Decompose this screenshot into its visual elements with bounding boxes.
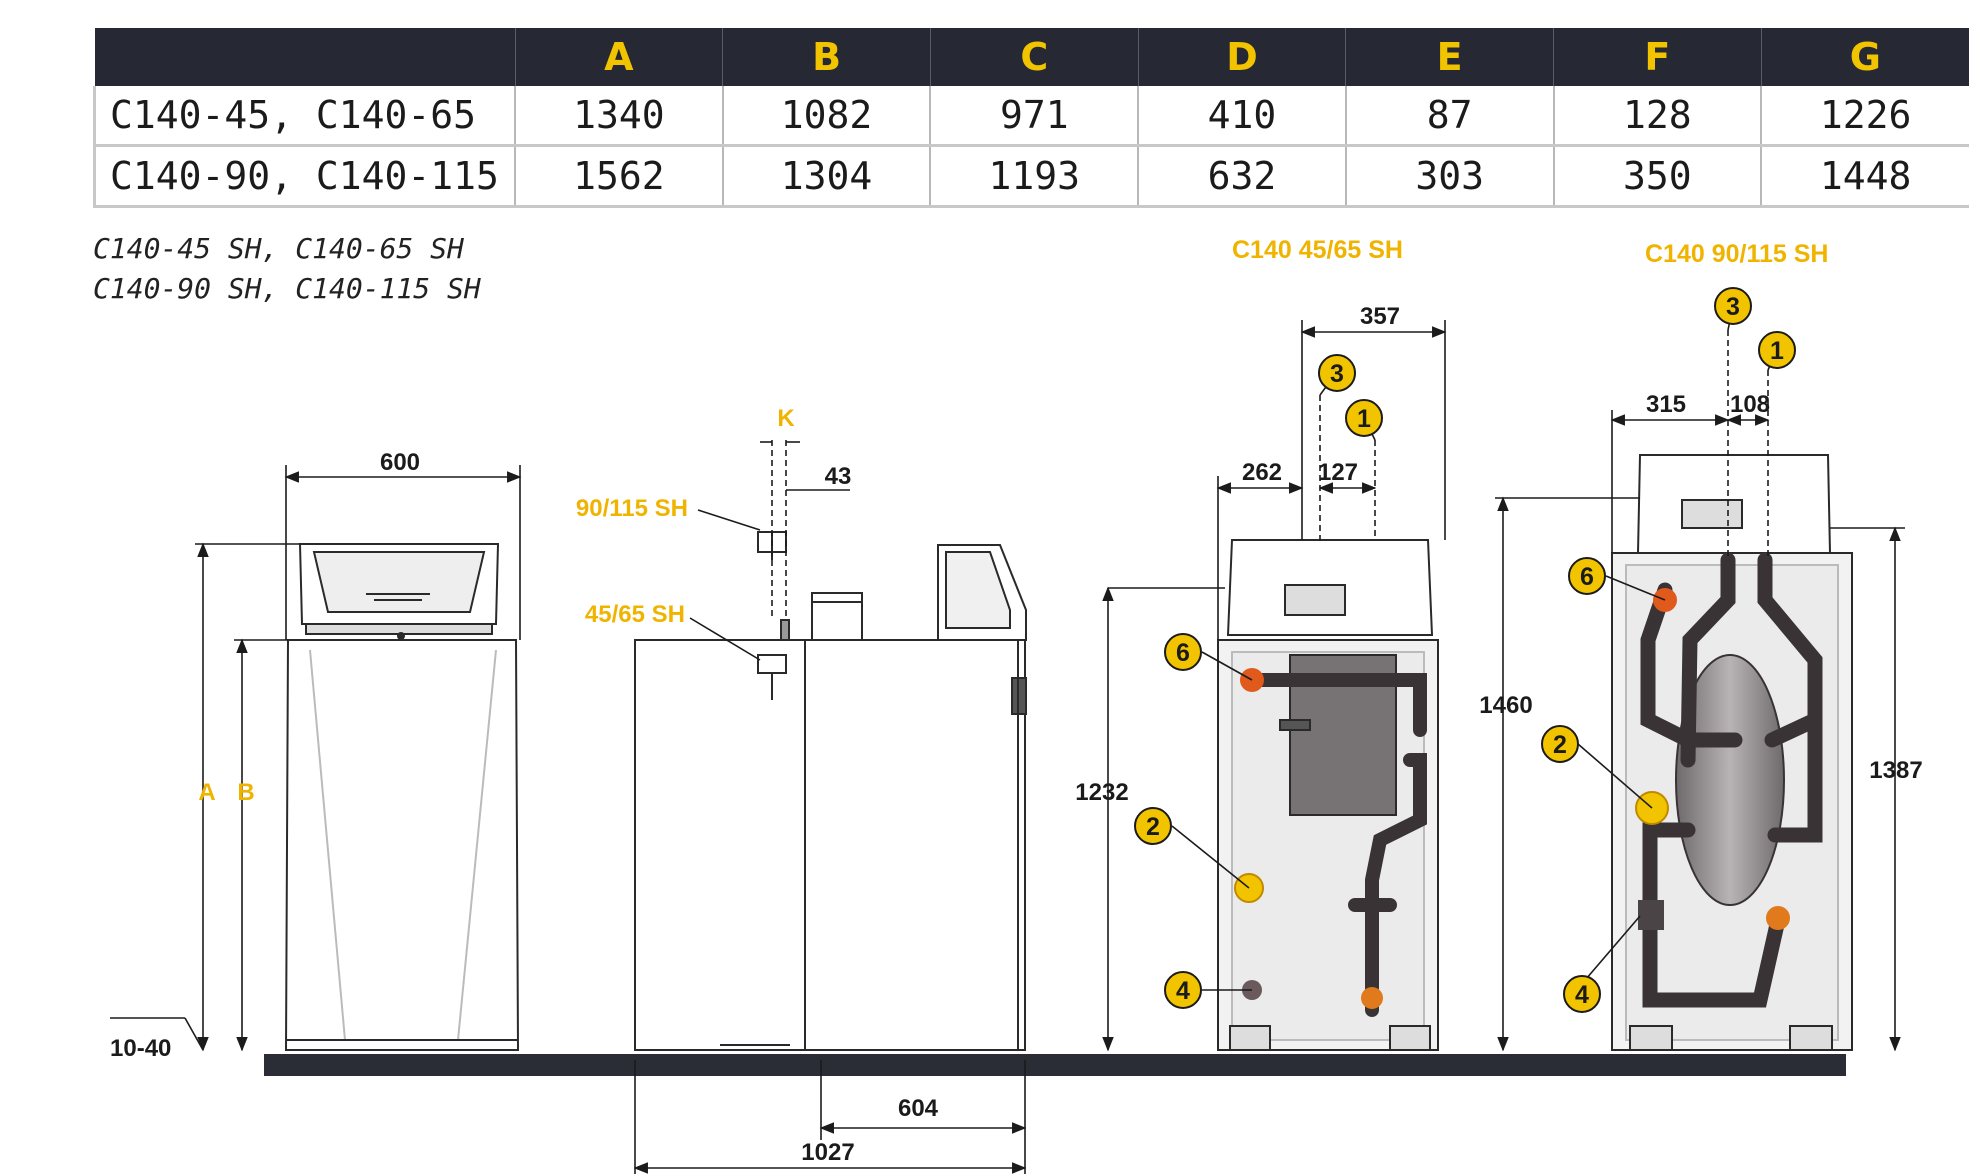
header-g: G [1760,28,1969,86]
front-view [284,543,520,1051]
svg-text:3: 3 [1330,360,1344,388]
front-width-label: 600 [380,449,420,476]
badge-6-90-115: 6 [1568,557,1606,595]
row-model: C140-45, C140-65 [93,86,515,147]
table-cell: 1340 [514,86,723,147]
side-dimensions [633,440,1027,1174]
table-cell: 971 [929,86,1139,147]
badge-4-90-115: 4 [1563,975,1601,1013]
header-d: D [1137,28,1346,86]
rear-dimensions-90-115 [1495,330,1905,1052]
rear-center-label-90-115: 108 [1730,391,1770,418]
view-title-45-65: C140 45/65 SH [1232,236,1403,264]
front-dimensions [110,465,522,1052]
svg-text:3: 3 [1726,293,1740,321]
header-c: C [929,28,1139,86]
badge-4-45-65: 4 [1164,971,1202,1009]
table-header-row: A B C D E F G [94,28,1969,86]
table-cell: 1304 [721,145,931,208]
dim-b-label: B [237,779,254,806]
header-e: E [1345,28,1554,86]
badge-2-45-65: 2 [1134,807,1172,845]
view-title-90-115: C140 90/115 SH [1645,240,1829,268]
rear-width-label-45-65: 357 [1360,303,1400,330]
models-caption-line-1: C140-45 SH, C140-65 SH [93,232,464,265]
badge-2-90-115: 2 [1541,725,1579,763]
return-valve-icon [1766,906,1790,930]
rear-dimensions-45-65 [1102,320,1447,1052]
table-cell: 1226 [1760,86,1969,147]
pump-icon [1638,900,1664,930]
svg-text:4: 4 [1575,981,1589,1009]
table-row: C140-45, C140-65 1340 1082 971 410 87 12… [93,86,1969,147]
return-valve-icon [1361,987,1383,1009]
dim-a-label: A [198,779,215,806]
rear-height-label-45-65: 1232 [1075,779,1128,806]
table-cell: 410 [1137,86,1346,147]
header-model [94,28,515,86]
header-f: F [1553,28,1762,86]
depth-total-label: 1027 [801,1139,854,1166]
models-caption-line-2: C140-90 SH, C140-115 SH [93,272,481,305]
rear-center-label-45-65: 127 [1318,459,1358,486]
svg-text:6: 6 [1580,563,1594,591]
badge-3-90-115: 3 [1714,287,1752,325]
flue-small-label: 45/65 SH [585,601,685,628]
rear-left-label-90-115: 315 [1646,391,1686,418]
rear-pipes-90-115 [1640,552,1823,1008]
table-cell: 1448 [1760,145,1969,208]
depth-small-label: 604 [898,1095,939,1122]
flue-large-label: 90/115 SH [576,495,688,522]
svg-text:2: 2 [1553,731,1567,759]
header-a: A [514,28,723,86]
table-cell: 1082 [721,86,931,147]
rear-left-label-45-65: 262 [1242,459,1282,486]
floor-bar [264,1054,1846,1076]
badge-3-45-65: 3 [1318,354,1356,392]
svg-text:1: 1 [1770,337,1784,365]
table-cell: 303 [1344,145,1554,208]
row-model: C140-90, C140-115 [93,145,515,208]
k-label: K [777,405,795,432]
table-cell: 128 [1552,86,1762,147]
svg-text:4: 4 [1176,977,1190,1005]
rear-pipes-45-65 [1251,673,1427,1017]
rear-height-right-label-90-115: 1387 [1869,757,1922,784]
rear-view-45-65 [1217,539,1439,1051]
expansion-vessel [1675,654,1785,906]
floor-gap-label: 10-40 [110,1035,171,1062]
side-view [634,531,1027,1051]
header-b: B [722,28,931,86]
svg-text:6: 6 [1176,639,1190,667]
badge-1-90-115: 1 [1758,331,1796,369]
rear-height-total-label-90-115: 1460 [1479,692,1532,719]
dimensions-table: A B C D E F G C140-45, C140-65 1340 1082… [93,28,1969,208]
svg-text:1: 1 [1357,405,1371,433]
k-offset-label: 43 [825,463,852,490]
table-cell: 1193 [929,145,1139,208]
table-row: C140-90, C140-115 1562 1304 1193 632 303… [93,145,1969,208]
table-cell: 87 [1344,86,1554,147]
svg-text:2: 2 [1146,813,1160,841]
table-cell: 1562 [514,145,723,208]
badge-6-45-65: 6 [1164,633,1202,671]
table-cell: 350 [1552,145,1762,208]
badge-1-45-65: 1 [1345,399,1383,437]
table-cell: 632 [1137,145,1346,208]
